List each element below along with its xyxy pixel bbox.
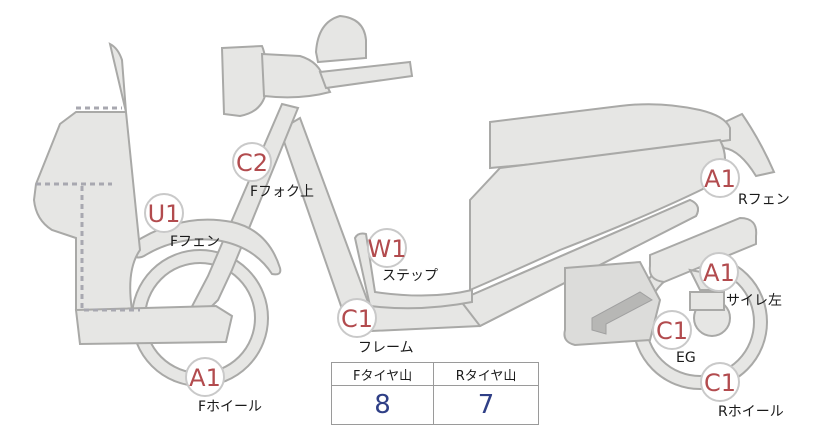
badge-muffler-left[interactable]: A1 サイレ左 (699, 252, 782, 309)
engine-shape (563, 216, 758, 347)
badge-front-wheel[interactable]: A1 Fホイール (185, 357, 262, 415)
badge-engine[interactable]: C1 EG (652, 310, 696, 366)
badge-label: ステップ (382, 268, 438, 284)
badge-label: Rフェン (738, 192, 790, 208)
tire-tread-table: Fタイヤ山 Rタイヤ山 8 7 (330, 362, 539, 425)
badge-rear-fender[interactable]: A1 Rフェン (700, 158, 790, 208)
badge-label: Fフォク上 (250, 184, 314, 200)
rear-tire-value: 7 (433, 385, 539, 425)
front-fender-shape (130, 218, 282, 276)
tire-table-value-row: 8 7 (330, 385, 539, 425)
front-tire-value: 8 (330, 385, 435, 425)
rear-frame-rail-shape (458, 198, 699, 328)
handlebar-shape (220, 14, 414, 118)
badge-frame[interactable]: C1 フレーム (337, 298, 414, 356)
badge-label: Fホイール (198, 399, 262, 415)
badge-step[interactable]: W1 ステップ (367, 228, 439, 284)
badge-code: U1 (148, 200, 181, 228)
badge-code: C2 (236, 149, 268, 177)
badge-label: Rホイール (718, 404, 784, 420)
badge-label: EG (676, 350, 696, 366)
badge-code: A1 (704, 165, 736, 193)
badge-rear-wheel[interactable]: C1 Rホイール (700, 362, 784, 420)
badge-label: フレーム (358, 340, 414, 356)
rear-tire-header: Rタイヤ山 (433, 362, 539, 386)
badge-code: A1 (189, 364, 221, 392)
badge-code: C1 (704, 369, 736, 397)
front-tire-header: Fタイヤ山 (330, 362, 435, 386)
badge-code: A1 (703, 259, 735, 287)
badge-code: C1 (341, 305, 373, 333)
badge-front-fork-upper[interactable]: C2 Fフォク上 (232, 142, 314, 200)
front-body-shape (32, 42, 234, 346)
badge-front-fender[interactable]: U1 Fフェン (144, 193, 220, 250)
badge-label: サイレ左 (726, 293, 782, 309)
badge-label: Fフェン (170, 234, 220, 250)
tire-table-header-row: Fタイヤ山 Rタイヤ山 (330, 362, 539, 386)
step-shape (353, 232, 473, 310)
badge-code: C1 (656, 317, 688, 345)
badge-code: W1 (368, 235, 407, 263)
